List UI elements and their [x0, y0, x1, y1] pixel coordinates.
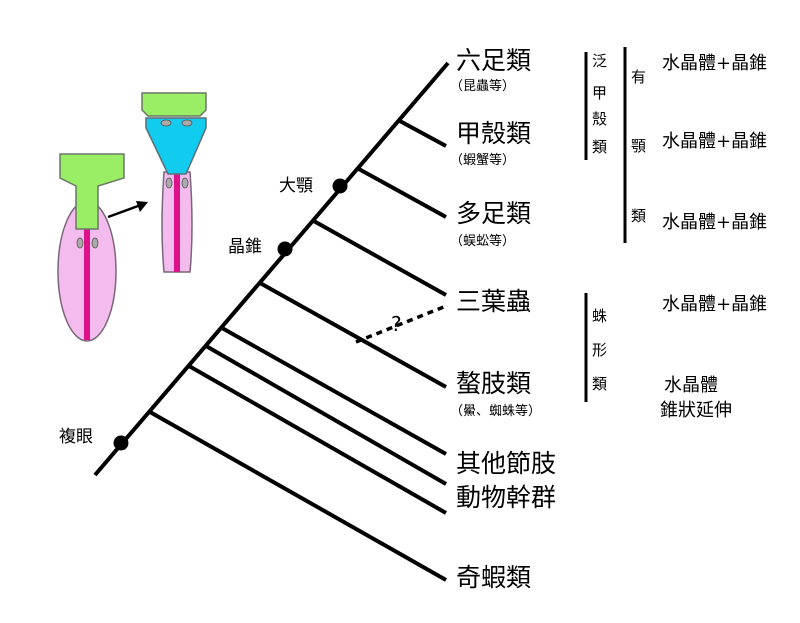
group-label-char: 類 — [631, 207, 646, 225]
right-rhabdom — [174, 170, 180, 272]
evolution-arrow — [107, 201, 148, 219]
branch-myriapoda — [356, 166, 447, 219]
group-label-char: 甲 — [592, 84, 607, 102]
branch-trilobita — [311, 218, 447, 297]
eye-type-label: 水晶體+晶錐 — [662, 131, 767, 152]
branch-other-arthropods — [221, 326, 447, 456]
node-label-compound-eye: 複眼 — [59, 427, 93, 447]
taxon-note: （鱟、蜘蛛等） — [450, 403, 541, 419]
taxon-name: 甲殼類 — [456, 119, 531, 148]
node-compound-eye — [113, 435, 129, 451]
taxon-name: 其他節肢 — [456, 449, 556, 478]
main-trunk — [93, 61, 450, 477]
taxon-note: （蜈蚣等） — [450, 233, 515, 249]
uncertain-link — [355, 304, 447, 344]
right-lens — [141, 92, 207, 117]
taxon-name: 螯肢類 — [456, 369, 531, 398]
group-label-char: 蛛 — [592, 307, 607, 325]
node-label-big-jaw: 大顎 — [279, 176, 313, 196]
taxon-name: 奇蝦類 — [456, 563, 531, 592]
group-label-char: 顎 — [631, 137, 646, 155]
right-cone-nucleus-1 — [160, 119, 172, 127]
right-nucleus-2 — [181, 177, 189, 189]
group-label-char: 泛 — [592, 52, 607, 70]
node-crystal-cone — [277, 241, 293, 257]
uncertain-mark: ? — [391, 312, 402, 336]
group-label-char: 殼 — [592, 110, 607, 128]
node-label-crystal-cone: 晶錐 — [228, 237, 262, 257]
group-label-char: 類 — [592, 138, 607, 156]
taxon-name: 三葉蟲 — [456, 287, 531, 316]
left-lens-top — [59, 153, 125, 230]
taxon-note: （蝦蟹等） — [450, 152, 515, 168]
branch-chelicerata — [259, 281, 447, 389]
branch-crustacea — [397, 118, 447, 148]
taxon-name: 六足類 — [456, 46, 531, 75]
branch-stem-group — [205, 344, 447, 486]
taxon-name: 多足類 — [456, 199, 531, 228]
left-nucleus-1 — [76, 237, 84, 249]
left-nucleus-2 — [91, 237, 99, 249]
taxon-name: 動物幹群 — [456, 483, 556, 512]
branch-radiodonta — [149, 410, 447, 582]
eye-type-label: 水晶體 — [664, 375, 718, 396]
right-nucleus-1 — [165, 177, 173, 189]
group-label-char: 有 — [631, 68, 646, 86]
left-rhabdom — [84, 222, 90, 340]
eye-type-label: 水晶體+晶錐 — [662, 53, 767, 74]
branch-stem-group-2 — [188, 364, 447, 515]
ommatidium-illustration-right — [141, 92, 207, 273]
eye-type-label: 錐狀延伸 — [660, 400, 732, 421]
eye-type-label: 水晶體+晶錐 — [662, 212, 767, 233]
right-crystalline-cone — [145, 117, 207, 175]
eye-type-label: 水晶體+晶錐 — [662, 294, 767, 315]
ommatidium-illustration-left — [57, 153, 125, 342]
group-label-char: 類 — [592, 375, 607, 393]
node-big-jaw — [332, 178, 348, 194]
right-cone-nucleus-2 — [181, 119, 193, 127]
group-label-char: 形 — [592, 341, 607, 359]
taxon-note: （昆蟲等） — [450, 78, 515, 94]
cladogram-tree — [93, 61, 450, 582]
